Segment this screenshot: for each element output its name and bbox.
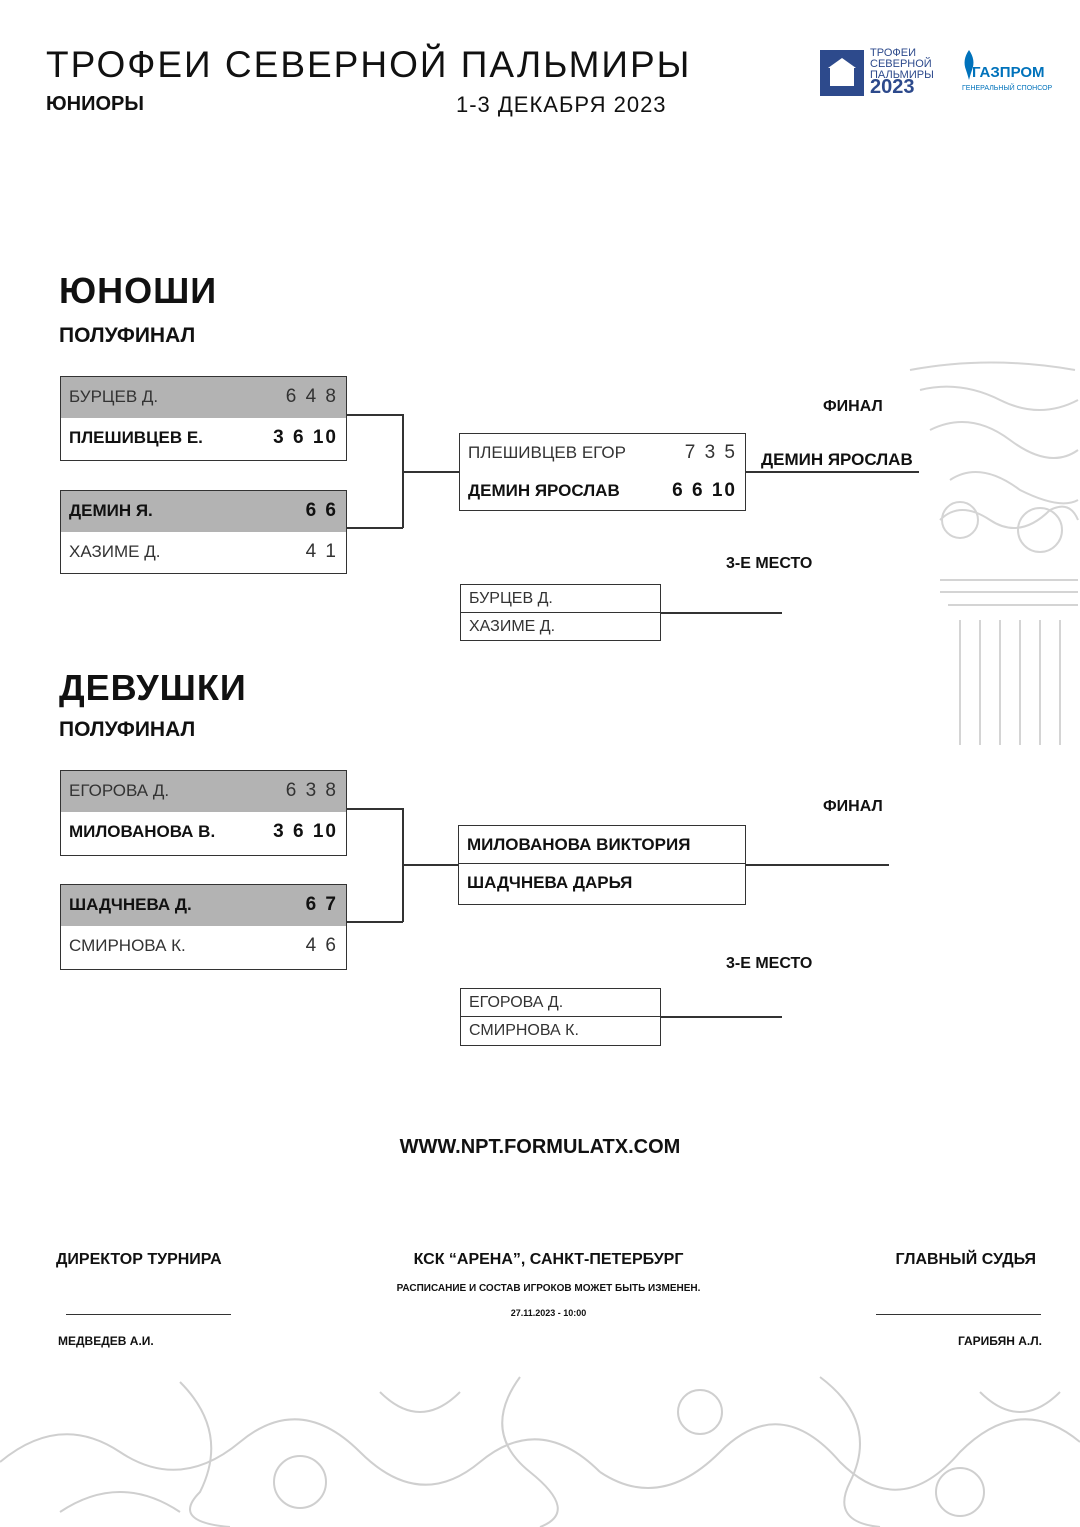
player-score: 6 4 8 xyxy=(285,386,338,407)
girls-round-label: ПОЛУФИНАЛ xyxy=(59,718,196,741)
player-name: ДЕМИН ЯРОСЛАВ xyxy=(468,481,620,500)
boys-third-place-match: БУРЦЕВ Д. ХАЗИМЕ Д. xyxy=(460,584,661,641)
girls-final-label: ФИНАЛ xyxy=(823,798,883,815)
match-row: ХАЗИМЕ Д. 4 1 xyxy=(61,532,346,573)
player-name: БУРЦЕВ Д. xyxy=(469,590,553,607)
director-signature-line xyxy=(66,1314,231,1315)
match-row: ЕГОРОВА Д. xyxy=(461,989,660,1017)
tournament-logo-icon xyxy=(820,50,864,96)
girls-third-place-match: ЕГОРОВА Д. СМИРНОВА К. xyxy=(460,988,661,1046)
bracket-line xyxy=(347,414,403,416)
player-name: ХАЗИМЕ Д. xyxy=(469,618,556,635)
player-name: СМИРНОВА К. xyxy=(469,1022,579,1039)
match-row: ХАЗИМЕ Д. xyxy=(461,613,660,641)
match-row: ПЛЕШИВЦЕВ Е. 3 6 10 xyxy=(61,418,346,459)
match-row: СМИРНОВА К. xyxy=(461,1017,660,1045)
boys-winner: ДЕМИН ЯРОСЛАВ xyxy=(761,450,913,469)
player-name: БУРЦЕВ Д. xyxy=(69,387,159,406)
match-row: МИЛОВАНОВА В. 3 6 10 xyxy=(61,812,346,853)
boys-third-place-label: 3-Е МЕСТО xyxy=(726,555,813,572)
tournament-dates: 1-3 ДЕКАБРЯ 2023 xyxy=(456,92,667,117)
player-name: ЕГОРОВА Д. xyxy=(469,994,564,1011)
judge-name: ГАРИБЯН А.Л. xyxy=(957,1334,1042,1348)
bracket-line xyxy=(402,471,460,473)
player-name: МИЛОВАНОВА ВИКТОРИЯ xyxy=(467,835,691,854)
player-name: ПЛЕШИВЦЕВ Е. xyxy=(69,428,203,447)
player-score: 7 3 5 xyxy=(684,442,737,463)
match-row: ШАДЧНЕВА Д. 6 7 xyxy=(61,885,346,926)
player-score: 4 1 xyxy=(305,541,338,562)
player-name: ШАДЧНЕВА Д. xyxy=(69,895,192,914)
player-score: 6 7 xyxy=(305,894,338,915)
player-score: 4 6 xyxy=(305,935,338,956)
match-row: ДЕМИН Я. 6 6 xyxy=(61,491,346,532)
boys-semifinal-2: ДЕМИН Я. 6 6 ХАЗИМЕ Д. 4 1 xyxy=(60,490,347,574)
director-label: ДИРЕКТОР ТУРНИРА xyxy=(56,1251,222,1268)
schedule-notice: РАСПИСАНИЕ И СОСТАВ ИГРОКОВ МОЖЕТ БЫТЬ И… xyxy=(396,1283,701,1294)
player-name: МИЛОВАНОВА В. xyxy=(69,822,216,841)
sponsor-name: ГАЗПРОМ xyxy=(972,64,1045,81)
judge-signature-line xyxy=(876,1314,1041,1315)
girls-semifinal-2: ШАДЧНЕВА Д. 6 7 СМИРНОВА К. 4 6 xyxy=(60,884,347,970)
player-score: 6 3 8 xyxy=(285,780,338,801)
player-name: ШАДЧНЕВА ДАРЬЯ xyxy=(467,873,633,892)
tournament-logo-text: ТРОФЕИ СЕВЕРНОЙ ПАЛЬМИРЫ xyxy=(870,47,934,81)
bracket-line xyxy=(746,471,919,473)
player-score: 6 6 xyxy=(305,500,338,521)
match-row: ДЕМИН ЯРОСЛАВ 6 6 10 xyxy=(460,472,745,510)
gazprom-flame-icon xyxy=(964,50,974,80)
decorative-ornament-image xyxy=(0,1376,1080,1527)
judge-label: ГЛАВНЫЙ СУДЬЯ xyxy=(895,1251,1036,1268)
boys-round-label: ПОЛУФИНАЛ xyxy=(59,324,196,347)
category-label: ЮНИОРЫ xyxy=(46,93,144,115)
bracket-line xyxy=(402,864,459,866)
player-score: 3 6 10 xyxy=(273,821,338,842)
bracket-line xyxy=(661,1016,782,1018)
match-row: МИЛОВАНОВА ВИКТОРИЯ xyxy=(459,826,745,864)
boys-heading: ЮНОШИ xyxy=(59,270,218,311)
decorative-column-image xyxy=(909,361,1079,745)
girls-third-place-label: 3-Е МЕСТО xyxy=(726,955,813,972)
publish-timestamp: 27.11.2023 - 10:00 xyxy=(510,1308,587,1318)
player-name: ХАЗИМЕ Д. xyxy=(69,542,161,561)
boys-semifinal-1: БУРЦЕВ Д. 6 4 8 ПЛЕШИВЦЕВ Е. 3 6 10 xyxy=(60,376,347,461)
director-name: МЕДВЕДЕВ А.И. xyxy=(58,1334,154,1348)
match-row: СМИРНОВА К. 4 6 xyxy=(61,926,346,967)
match-row: БУРЦЕВ Д. 6 4 8 xyxy=(61,377,346,418)
tournament-logo-year: 2023 xyxy=(870,76,915,98)
player-name: ДЕМИН Я. xyxy=(69,501,153,520)
venue-label: КСК “АРЕНА”, САНКТ-ПЕТЕРБУРГ xyxy=(413,1251,684,1268)
player-name: ПЛЕШИВЦЕВ ЕГОР xyxy=(468,443,626,462)
player-score: 3 6 10 xyxy=(273,427,338,448)
match-row: ЕГОРОВА Д. 6 3 8 xyxy=(61,771,346,812)
girls-semifinal-1: ЕГОРОВА Д. 6 3 8 МИЛОВАНОВА В. 3 6 10 xyxy=(60,770,347,856)
boys-final-match: ПЛЕШИВЦЕВ ЕГОР 7 3 5 ДЕМИН ЯРОСЛАВ 6 6 1… xyxy=(459,433,746,511)
match-row: БУРЦЕВ Д. xyxy=(461,585,660,613)
boys-final-label: ФИНАЛ xyxy=(823,398,883,415)
bracket-line xyxy=(746,864,889,866)
girls-final-match: МИЛОВАНОВА ВИКТОРИЯ ШАДЧНЕВА ДАРЬЯ xyxy=(458,825,746,905)
bracket-line xyxy=(347,527,403,529)
player-name: ЕГОРОВА Д. xyxy=(69,781,170,800)
match-row: ШАДЧНЕВА ДАРЬЯ xyxy=(459,864,745,902)
bracket-line xyxy=(661,612,782,614)
match-row: ПЛЕШИВЦЕВ ЕГОР 7 3 5 xyxy=(460,434,745,472)
bracket-line xyxy=(347,921,403,923)
website-link[interactable]: WWW.NPT.FORMULATX.COM xyxy=(399,1136,681,1158)
sponsor-subtitle: ГЕНЕРАЛЬНЫЙ СПОНСОР xyxy=(962,85,1053,92)
player-name: СМИРНОВА К. xyxy=(69,936,186,955)
player-score: 6 6 10 xyxy=(672,480,737,501)
girls-heading: ДЕВУШКИ xyxy=(59,667,247,708)
bracket-line xyxy=(347,808,403,810)
tournament-title: ТРОФЕИ СЕВЕРНОЙ ПАЛЬМИРЫ xyxy=(46,44,692,85)
